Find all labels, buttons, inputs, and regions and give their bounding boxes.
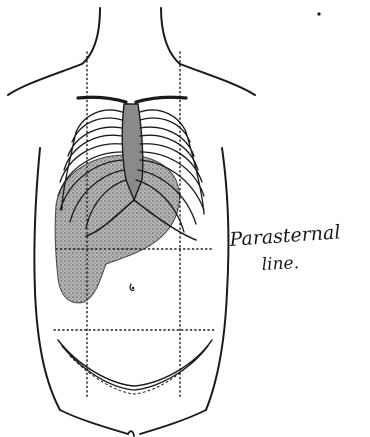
groin-right	[140, 410, 206, 434]
left-clavicle	[78, 97, 126, 102]
neck-left	[82, 8, 100, 64]
left-shoulder	[8, 64, 82, 95]
right-flank	[206, 148, 228, 410]
left-flank	[34, 148, 60, 410]
annotation-line2: line.	[261, 253, 299, 275]
neck-right	[161, 8, 180, 64]
right-shoulder	[180, 64, 255, 95]
stray-dot	[317, 12, 320, 15]
groin-left	[60, 410, 128, 434]
clavicles	[78, 97, 186, 102]
midline-bottom	[128, 431, 134, 436]
navel	[130, 284, 134, 291]
annotation-line1: Parasternal	[228, 221, 341, 251]
right-clavicle	[136, 97, 186, 102]
pelvis-outline	[58, 340, 212, 394]
liver-shading	[55, 155, 179, 303]
